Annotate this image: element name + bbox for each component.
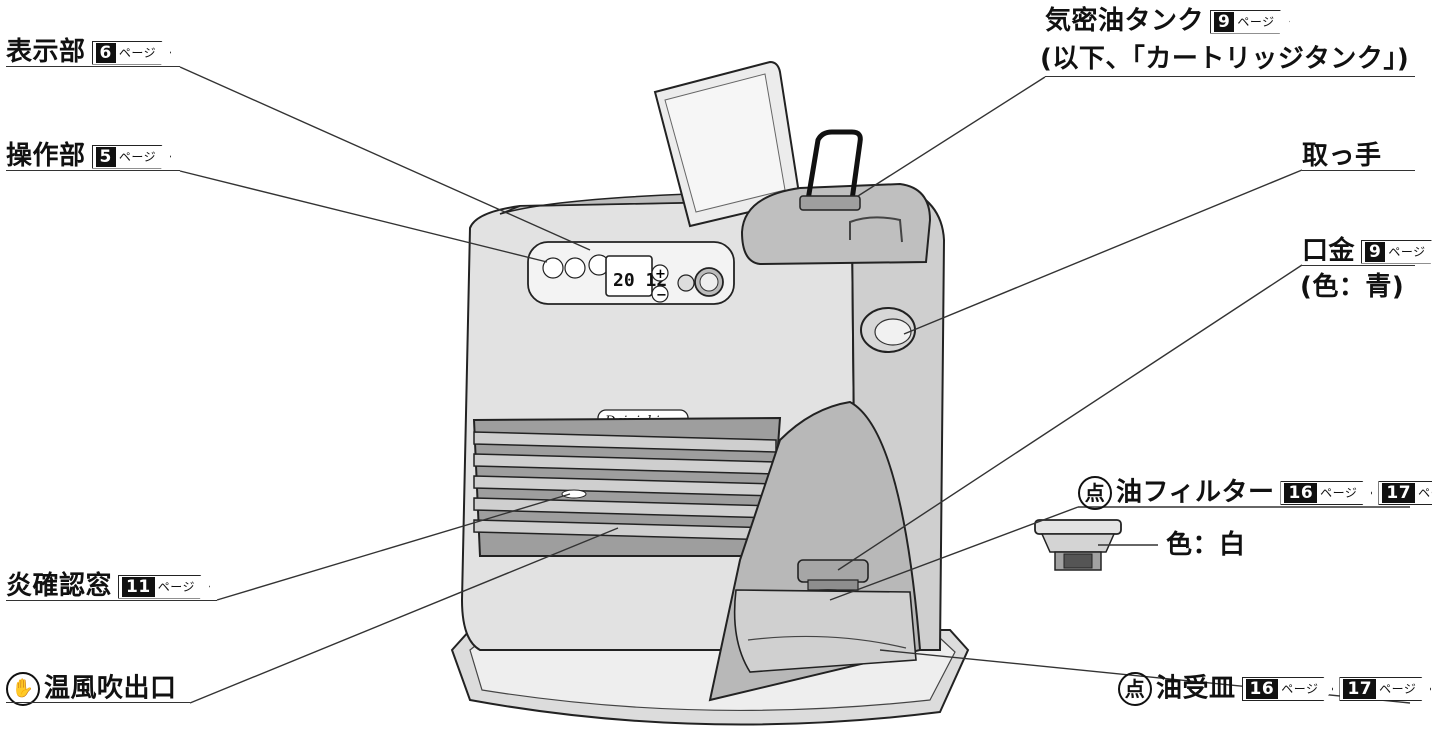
- page-ref-oil-tray-2-num: 17: [1343, 679, 1376, 699]
- svg-text:+: +: [655, 267, 666, 282]
- page-ref-operation-unit: ページ: [118, 149, 157, 164]
- label-tank-text: 気密油タンク: [1045, 6, 1205, 36]
- label-handle: 取っ手: [1302, 141, 1382, 171]
- tank-handle: [805, 129, 863, 201]
- leader-lines: [179, 66, 1411, 704]
- oil-filter-inset: [1034, 519, 1122, 571]
- page-ref-tank-unit: ページ: [1237, 14, 1275, 29]
- label-flame-window-text: 炎確認窓: [6, 571, 113, 601]
- page-ref-oil-tray-1-unit: ページ: [1281, 682, 1319, 696]
- page-ref-cap-unit: ページ: [1388, 244, 1426, 259]
- page-ref-oil-filter-2-num: 17: [1382, 483, 1415, 503]
- page-ref-oil-filter-1-num: 16: [1284, 483, 1317, 503]
- flame-window: [561, 489, 587, 499]
- page-ref-oil-filter-2-unit: ページ: [1418, 486, 1431, 500]
- page-ref-display-unit: ページ: [118, 45, 157, 60]
- label-filter-color: 色：白: [1166, 530, 1246, 560]
- label-tank-note: (以下、「カートリッジタンク」): [1040, 44, 1410, 74]
- label-warm-air-text: 温風吹出口: [44, 673, 177, 704]
- label-display-text: 表示部: [6, 37, 86, 67]
- label-oil-filter: 点油フィルター16ページ17ページ: [1078, 476, 1432, 510]
- label-oil-filter-text: 油フィルター: [1116, 477, 1275, 508]
- minus-button: [651, 285, 669, 303]
- svg-text:−: −: [656, 288, 667, 303]
- page-ref-display-num: 6: [96, 43, 116, 63]
- page-ref-oil-filter-1-unit: ページ: [1320, 486, 1358, 500]
- eco-button: [542, 257, 564, 279]
- inspection-badge: 点: [1078, 476, 1112, 510]
- no-touch-icon: ✋: [6, 672, 40, 706]
- label-cap-text: 口金: [1302, 236, 1356, 266]
- label-operation-text: 操作部: [6, 141, 86, 171]
- label-oil-tray-text: 油受皿: [1156, 673, 1236, 704]
- page-ref-cap-num: 9: [1365, 242, 1385, 262]
- page-ref-flame-window-unit: ページ: [157, 579, 195, 594]
- page-ref-oil-tray-1-num: 16: [1246, 679, 1279, 699]
- plus-button: [651, 264, 669, 282]
- label-warm-air: ✋温風吹出口: [6, 672, 177, 706]
- page-ref-flame-window-num: 11: [122, 577, 155, 597]
- page-ref-tank-num: 9: [1214, 12, 1234, 32]
- cartridge-tank: [740, 182, 932, 266]
- oil-cap: [797, 559, 869, 583]
- page-ref-oil-tray-2-unit: ページ: [1379, 682, 1417, 696]
- timer-button: [564, 257, 586, 279]
- page-ref-operation-num: 5: [96, 147, 116, 167]
- oil-tray: [733, 589, 917, 673]
- inspection-badge-2: 点: [1118, 672, 1152, 706]
- label-cap-note: (色：青): [1300, 272, 1405, 302]
